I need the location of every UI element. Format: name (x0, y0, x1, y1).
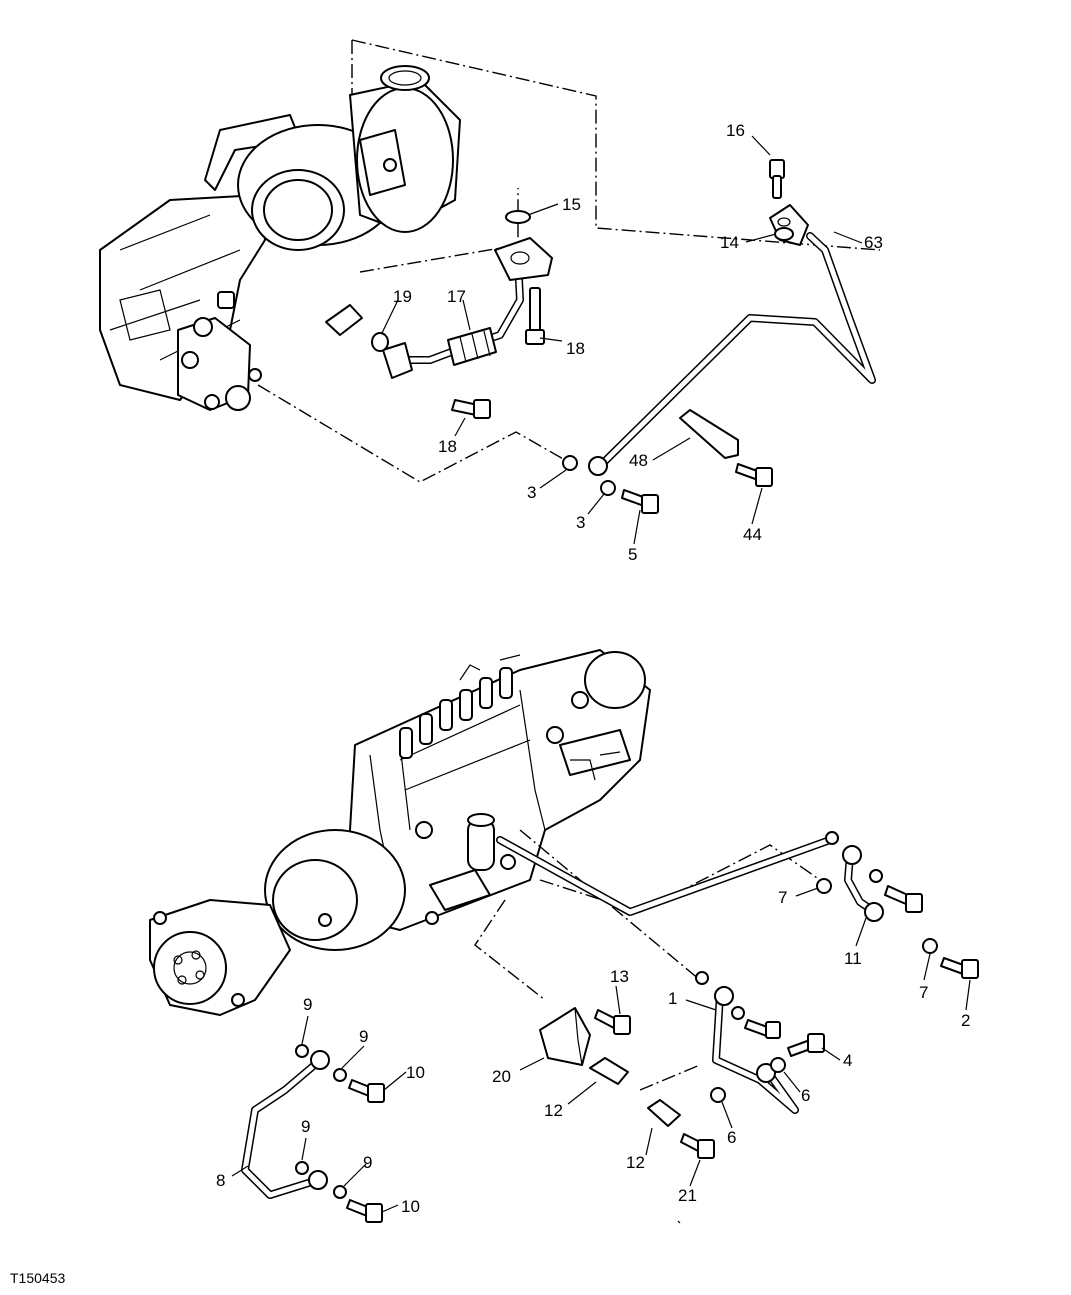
bracket-20 (539, 1007, 591, 1066)
callout-7-lower: 7 (919, 983, 928, 1002)
washer-3a (562, 455, 578, 471)
washer-11a (869, 869, 883, 883)
cap-screw-10a (348, 1079, 385, 1103)
injection-pump (349, 649, 651, 931)
drain-gasket (325, 304, 363, 336)
callout-63: 63 (864, 233, 883, 252)
washer-upper-right (825, 831, 839, 845)
turbocharger (204, 65, 461, 251)
phantom-line-pump-upper (519, 829, 821, 981)
callout-3-right: 3 (576, 513, 585, 532)
cap-screw-18-lower (451, 399, 491, 419)
callout-44: 44 (743, 525, 762, 544)
washer-9b (333, 1068, 347, 1082)
callout-9-b: 9 (359, 1027, 368, 1046)
o-ring-15 (505, 210, 531, 224)
callout-1: 1 (668, 989, 677, 1008)
callout-18-lower: 18 (438, 437, 457, 456)
callout-16: 16 (726, 121, 745, 140)
callout-21: 21 (678, 1186, 697, 1205)
callout-13: 13 (610, 967, 629, 986)
cap-screw-16 (769, 159, 785, 199)
cap-screw-5 (621, 489, 659, 514)
cap-screw-44 (735, 463, 773, 487)
cap-screw-10b (346, 1199, 383, 1223)
cap-screw-13 (594, 1009, 631, 1035)
cap-screw-21 (680, 1133, 715, 1159)
oil-tube-1 (712, 986, 799, 1114)
oil-supply-line (588, 204, 876, 476)
callout-18-upper: 18 (566, 339, 585, 358)
callout-10-lower: 10 (401, 1197, 420, 1216)
callout-12-upper: 12 (544, 1101, 563, 1120)
cap-screw-2 (940, 957, 979, 979)
oil-line-8 (241, 1050, 330, 1199)
clip-12a (589, 1057, 629, 1085)
cap-screw-near-1 (744, 1019, 781, 1039)
callout-19: 19 (393, 287, 412, 306)
pump-drive-housing (149, 829, 406, 1016)
cap-screw-upper-right (884, 885, 923, 913)
washer-7a (816, 878, 832, 894)
phantom-line-adapter (257, 384, 566, 483)
washer-3b (600, 480, 616, 496)
figure-id: T150453 (10, 1270, 65, 1286)
callout-9-c: 9 (301, 1117, 310, 1136)
callout-9-d: 9 (363, 1153, 372, 1172)
o-ring-19 (371, 332, 389, 352)
callout-6-lower: 6 (727, 1128, 736, 1147)
callout-11: 11 (844, 949, 862, 968)
cap-screw-18-upper (525, 287, 545, 345)
stray-mark (677, 1220, 681, 1224)
callout-14: 14 (720, 233, 739, 252)
washer-7b (922, 938, 938, 954)
washer-6a (770, 1057, 786, 1073)
callout-48: 48 (629, 451, 648, 470)
oil-feed-line-inner (497, 837, 833, 915)
washer-1a (695, 971, 709, 985)
tube-fitting-11 (842, 845, 884, 922)
callout-9-a: 9 (303, 995, 312, 1014)
clip-12b (647, 1099, 681, 1127)
callout-2: 2 (961, 1011, 970, 1030)
callout-leaders (231, 135, 971, 1213)
washer-9a (295, 1044, 309, 1058)
oil-drain-tube (382, 237, 553, 379)
callout-5: 5 (628, 545, 637, 564)
callout-10-upper: 10 (406, 1063, 425, 1082)
callout-7-upper: 7 (778, 888, 787, 907)
clamp-48 (679, 409, 739, 459)
callout-6-right: 6 (801, 1086, 810, 1105)
callout-3-left: 3 (527, 483, 536, 502)
washer-9c (295, 1161, 309, 1175)
callout-8: 8 (216, 1171, 225, 1190)
callout-12-lower: 12 (626, 1153, 645, 1172)
callout-20: 20 (492, 1067, 511, 1086)
cap-screw-4 (787, 1033, 825, 1057)
o-ring-14 (774, 227, 794, 241)
washer-6b (710, 1087, 726, 1103)
washer-1b (731, 1006, 745, 1020)
phantom-line-bracket (474, 899, 701, 1091)
engine-block (99, 194, 266, 411)
callout-4: 4 (843, 1051, 852, 1070)
callout-17: 17 (447, 287, 466, 306)
washer-9d (333, 1185, 347, 1199)
callout-15: 15 (562, 195, 581, 214)
